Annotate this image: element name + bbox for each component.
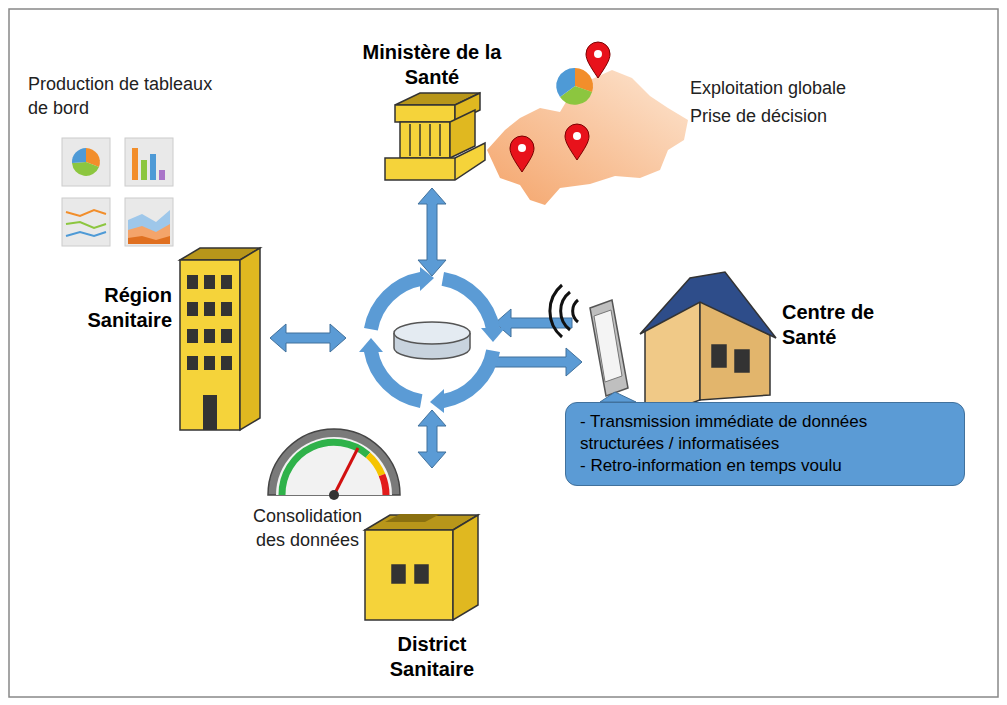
health-centre-house — [640, 272, 776, 420]
region-building — [180, 248, 260, 430]
annotation-label: Prise de décision — [690, 104, 890, 128]
pie-icon — [556, 68, 593, 105]
database-cylinder — [394, 322, 470, 359]
ministry-building — [385, 93, 485, 180]
annotation-label: Consolidation des données — [250, 504, 365, 552]
node-title: Ministère de la Santé — [362, 40, 502, 90]
callout-box: - Transmission immédiate de données stru… — [565, 402, 965, 486]
dashboard-icons — [62, 138, 173, 246]
sync-ring — [371, 279, 493, 401]
node-title: District Sanitaire — [362, 632, 502, 682]
centre-label: Centre de Santé — [782, 300, 877, 350]
window-grid — [187, 275, 232, 430]
district-building — [365, 514, 478, 620]
double-arrow — [270, 188, 582, 468]
callout-text: - Retro-information en temps voulu — [580, 455, 950, 477]
frame — [9, 9, 998, 697]
district-label: District Sanitaire — [362, 632, 502, 682]
node-title: Région Sanitaire — [60, 283, 172, 333]
wifi-signal — [550, 285, 578, 337]
region-label: Région Sanitaire — [60, 283, 172, 333]
mobile-phone — [590, 300, 628, 396]
gauge-meter — [268, 429, 400, 500]
annotation-label: Production de tableaux de bord — [28, 72, 233, 120]
ministry-label: Ministère de la Santé — [362, 40, 502, 90]
map-pin — [510, 42, 610, 172]
callout-pointer — [600, 392, 636, 402]
node-title: Centre de Santé — [782, 300, 877, 350]
ring-arrowhead — [359, 267, 505, 413]
callout-text: - Transmission immédiate de données stru… — [580, 411, 950, 455]
annotation-label: Exploitation globale — [690, 76, 890, 100]
